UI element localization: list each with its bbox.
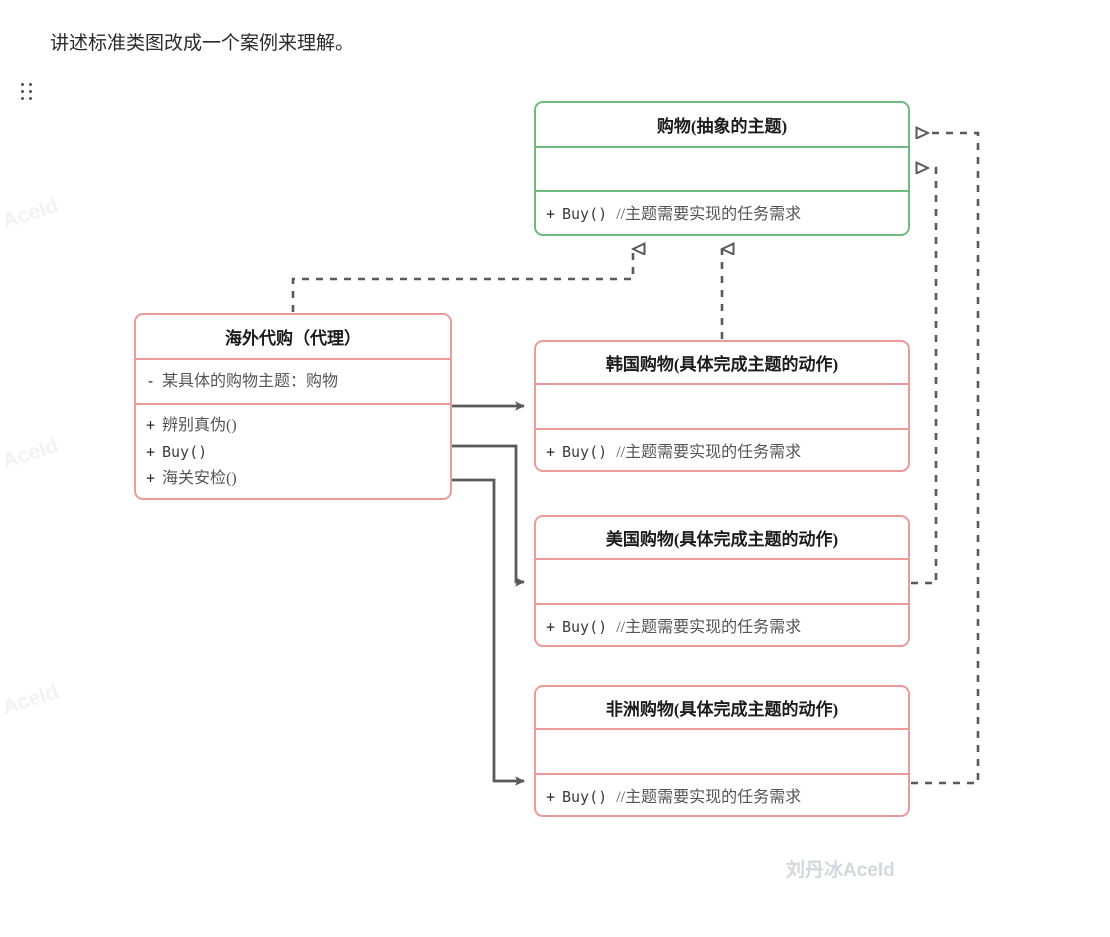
member-signature: Buy() //主题需要实现的任务需求 bbox=[562, 442, 802, 461]
class-member-row: + Buy() bbox=[146, 439, 440, 465]
edge-proxy-uses-africa bbox=[452, 478, 525, 786]
class-name-subject: 购物(抽象的主题) bbox=[536, 103, 908, 148]
class-attributes-subject bbox=[536, 148, 908, 192]
drag-dot bbox=[21, 97, 24, 100]
class-name-korea: 韩国购物(具体完成主题的动作) bbox=[536, 342, 908, 385]
member-signature: 某具体的购物主题：购物 bbox=[162, 368, 338, 395]
member-visibility: + bbox=[546, 787, 556, 806]
member-visibility: + bbox=[146, 468, 156, 487]
class-box-proxy[interactable]: 海外代购（代理） - 某具体的购物主题：购物 + 辨别真伪() + Buy() … bbox=[134, 313, 452, 500]
member-visibility: - bbox=[146, 372, 156, 390]
class-methods-proxy: + 辨别真伪() + Buy() + 海关安检() bbox=[136, 405, 450, 498]
edge-africa-realizes-subject bbox=[911, 133, 980, 785]
member-visibility: + bbox=[546, 442, 556, 461]
class-member-row: + Buy() //主题需要实现的任务需求 bbox=[546, 201, 898, 228]
class-attributes-africa bbox=[536, 730, 908, 775]
member-comment: 某具体的购物主题：购物 bbox=[162, 373, 339, 390]
member-comment: 海关安检() bbox=[162, 469, 237, 487]
member-visibility: + bbox=[546, 204, 556, 223]
class-name-africa: 非洲购物(具体完成主题的动作) bbox=[536, 687, 908, 730]
member-signature: 辨别真伪() bbox=[162, 412, 237, 439]
member-visibility: + bbox=[146, 415, 156, 434]
member-visibility: + bbox=[546, 617, 556, 636]
class-methods-korea: + Buy() //主题需要实现的任务需求 bbox=[536, 430, 908, 470]
class-name-usa: 美国购物(具体完成主题的动作) bbox=[536, 517, 908, 560]
class-box-usa[interactable]: 美国购物(具体完成主题的动作) + Buy() //主题需要实现的任务需求 bbox=[534, 515, 910, 647]
edge-usa-realizes-subject bbox=[911, 168, 938, 585]
member-visibility: + bbox=[146, 442, 156, 461]
class-member-row: + Buy() //主题需要实现的任务需求 bbox=[546, 614, 898, 641]
class-attributes-proxy: - 某具体的购物主题：购物 bbox=[136, 360, 450, 405]
class-methods-usa: + Buy() //主题需要实现的任务需求 bbox=[536, 605, 908, 645]
class-member-row: + Buy() //主题需要实现的任务需求 bbox=[546, 784, 898, 811]
member-comment: //主题需要实现的任务需求 bbox=[616, 443, 802, 461]
member-signature: Buy() //主题需要实现的任务需求 bbox=[562, 787, 802, 806]
class-member-row: + Buy() //主题需要实现的任务需求 bbox=[546, 439, 898, 466]
class-methods-subject: + Buy() //主题需要实现的任务需求 bbox=[536, 192, 908, 234]
member-signature: Buy() //主题需要实现的任务需求 bbox=[562, 617, 802, 636]
drag-dot bbox=[21, 90, 24, 93]
class-attributes-usa bbox=[536, 560, 908, 605]
class-methods-africa: + Buy() //主题需要实现的任务需求 bbox=[536, 775, 908, 815]
member-comment: //主题需要实现的任务需求 bbox=[616, 788, 802, 806]
drag-dots-icon[interactable] bbox=[20, 82, 34, 102]
class-box-africa[interactable]: 非洲购物(具体完成主题的动作) + Buy() //主题需要实现的任务需求 bbox=[534, 685, 910, 817]
drag-dot bbox=[29, 83, 32, 86]
class-member-row: + 辨别真伪() bbox=[146, 412, 440, 439]
drag-dot bbox=[29, 97, 32, 100]
class-member-row: + 海关安检() bbox=[146, 465, 440, 492]
edge-proxy-uses-usa bbox=[452, 444, 525, 587]
watermark-author: 刘丹冰AceId bbox=[786, 860, 895, 881]
edge-proxy-realizes-subject bbox=[291, 249, 633, 312]
class-member-row: - 某具体的购物主题：购物 bbox=[146, 368, 440, 395]
member-comment: //主题需要实现的任务需求 bbox=[616, 205, 802, 223]
member-signature: 海关安检() bbox=[162, 465, 237, 492]
member-signature: Buy() //主题需要实现的任务需求 bbox=[562, 204, 802, 223]
page-title: 讲述标准类图改成一个案例来理解。 bbox=[50, 33, 355, 54]
drag-dot bbox=[21, 83, 24, 86]
drag-dot bbox=[29, 90, 32, 93]
member-signature: Buy() bbox=[162, 442, 208, 461]
member-comment: //主题需要实现的任务需求 bbox=[616, 618, 802, 636]
class-name-proxy: 海外代购（代理） bbox=[136, 315, 450, 360]
class-box-korea[interactable]: 韩国购物(具体完成主题的动作) + Buy() //主题需要实现的任务需求 bbox=[534, 340, 910, 472]
class-box-subject[interactable]: 购物(抽象的主题) + Buy() //主题需要实现的任务需求 bbox=[534, 101, 910, 236]
member-comment: 辨别真伪() bbox=[162, 416, 237, 434]
class-attributes-korea bbox=[536, 385, 908, 430]
